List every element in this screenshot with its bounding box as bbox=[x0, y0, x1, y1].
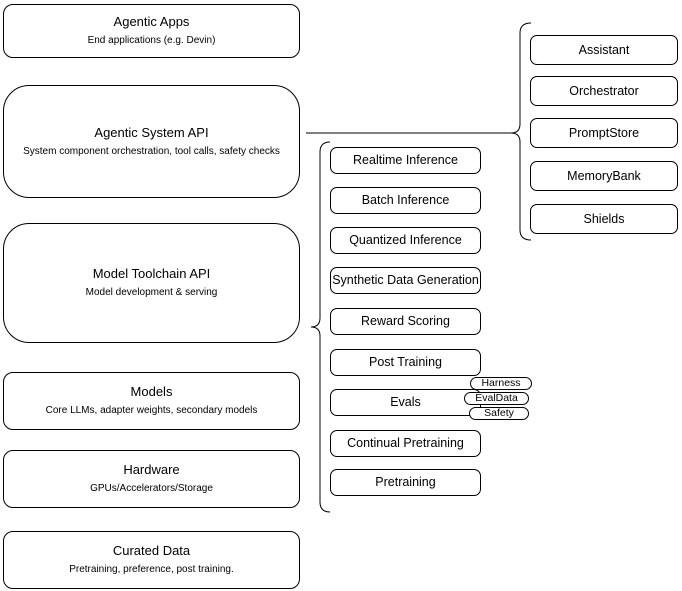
node-orchestrator: Orchestrator bbox=[530, 76, 678, 106]
node-subtitle: System component orchestration, tool cal… bbox=[23, 145, 280, 157]
node-curated-data: Curated Data Pretraining, preference, po… bbox=[3, 531, 300, 589]
node-subtitle: GPUs/Accelerators/Storage bbox=[90, 483, 213, 495]
node-evals: Evals bbox=[330, 389, 481, 416]
node-promptstore: PromptStore bbox=[530, 118, 678, 148]
tag-label: EvalData bbox=[475, 392, 518, 405]
tag-evaldata: EvalData bbox=[464, 392, 529, 405]
node-post-training: Post Training bbox=[330, 349, 481, 376]
node-title: Curated Data bbox=[112, 543, 191, 559]
node-label: Batch Inference bbox=[361, 193, 450, 208]
tag-label: Harness bbox=[481, 377, 521, 390]
node-models: Models Core LLMs, adapter weights, secon… bbox=[3, 372, 300, 430]
node-subtitle: Model development & serving bbox=[85, 287, 218, 299]
node-label: Pretraining bbox=[375, 475, 436, 490]
node-shields: Shields bbox=[530, 204, 678, 234]
tag-harness: Harness bbox=[470, 377, 532, 390]
middle-column-brace bbox=[310, 141, 331, 513]
node-subtitle: End applications (e.g. Devin) bbox=[87, 35, 216, 47]
node-continual-pretraining: Continual Pretraining bbox=[330, 430, 481, 457]
node-reward-scoring: Reward Scoring bbox=[330, 308, 481, 335]
node-model-toolchain-api: Model Toolchain API Model development & … bbox=[3, 223, 300, 343]
right-column-brace bbox=[510, 22, 532, 241]
node-synthetic-data-generation: Synthetic Data Generation bbox=[330, 267, 481, 294]
node-title: Model Toolchain API bbox=[92, 266, 211, 282]
node-label: Realtime Inference bbox=[353, 153, 458, 168]
node-realtime-inference: Realtime Inference bbox=[330, 147, 481, 174]
node-label: Orchestrator bbox=[569, 83, 639, 98]
node-label: PromptStore bbox=[568, 125, 640, 140]
node-label: Continual Pretraining bbox=[347, 436, 464, 451]
node-label: Shields bbox=[583, 211, 625, 226]
tag-safety: Safety bbox=[469, 407, 529, 420]
node-label: Quantized Inference bbox=[349, 233, 462, 248]
node-subtitle: Core LLMs, adapter weights, secondary mo… bbox=[45, 405, 258, 417]
node-pretraining: Pretraining bbox=[330, 469, 481, 496]
node-assistant: Assistant bbox=[530, 35, 678, 65]
node-title: Models bbox=[130, 384, 173, 400]
node-quantized-inference: Quantized Inference bbox=[330, 227, 481, 254]
node-label: Assistant bbox=[578, 42, 630, 57]
node-label: Post Training bbox=[369, 355, 442, 370]
tag-label: Safety bbox=[484, 407, 514, 420]
node-memorybank: MemoryBank bbox=[530, 161, 678, 191]
node-hardware: Hardware GPUs/Accelerators/Storage bbox=[3, 450, 300, 508]
node-subtitle: Pretraining, preference, post training. bbox=[69, 564, 234, 576]
node-title: Agentic System API bbox=[94, 124, 209, 140]
node-label: Evals bbox=[390, 395, 421, 410]
node-title: Hardware bbox=[123, 462, 180, 478]
node-title: Agentic Apps bbox=[113, 14, 190, 30]
node-label: Reward Scoring bbox=[361, 314, 450, 329]
node-batch-inference: Batch Inference bbox=[330, 187, 481, 214]
node-label: Synthetic Data Generation bbox=[332, 273, 479, 288]
node-agentic-system-api: Agentic System API System component orch… bbox=[3, 85, 300, 198]
node-label: MemoryBank bbox=[567, 168, 641, 183]
node-agentic-apps: Agentic Apps End applications (e.g. Devi… bbox=[3, 4, 300, 58]
